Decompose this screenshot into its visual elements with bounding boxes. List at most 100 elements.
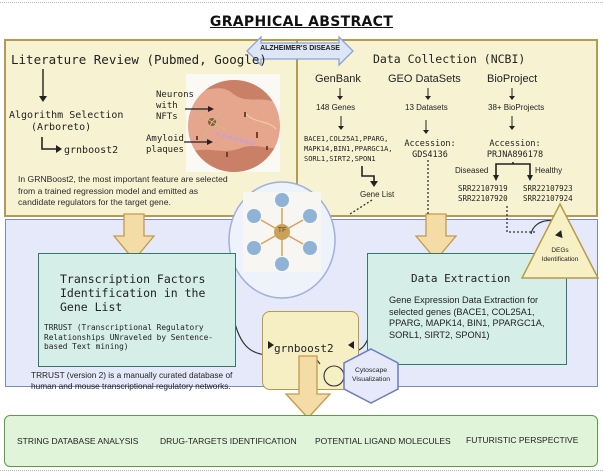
down-arrow-icon — [509, 88, 515, 100]
down-block-arrow-icon — [112, 213, 156, 262]
elbow-arrow-icon — [41, 137, 62, 153]
degs-line1: DEGs — [551, 247, 569, 254]
plaque-pointer-arrow-icon — [184, 139, 213, 145]
tf-heading-line1: Transcription Factors — [60, 272, 206, 286]
gene-list-arrow-icon — [361, 166, 378, 187]
target-gene-node — [247, 209, 261, 223]
arrow-left-icon — [348, 341, 354, 349]
trrust-line3: based Text mining) — [44, 342, 129, 351]
down-block-arrow-icon — [414, 213, 458, 262]
genbank-gene-list: BACE1,COL25A1,PPARG, MAPK14,BIN1,PPARGC1… — [304, 134, 393, 164]
description-line2: from a trained regression model and emit… — [18, 185, 199, 196]
grnboost2-result-label: grnboost2 — [64, 145, 119, 156]
literature-review-heading: Literature Review (Pubmed, Google) — [11, 52, 267, 67]
bioproject-accession: Accession: PRJNA896178 — [480, 139, 550, 161]
diseased-label: Diseased — [455, 166, 489, 175]
down-arrow-icon — [338, 116, 344, 130]
data-collection-panel — [296, 39, 598, 217]
data-collection-heading: Data Collection (NCBI) — [373, 52, 526, 66]
grnboost2-box-label: grnboost2 — [274, 342, 334, 355]
neurons-nfts-label: Neurons with NFTs — [156, 90, 194, 123]
trrust-line1: TRRUST (Transcriptional Regulatory — [44, 323, 204, 332]
down-arrow-icon — [337, 88, 343, 100]
bottom-border — [0, 470, 603, 471]
extraction-line3: PPARG, MAPK14, BIN1, PPARGC1A, — [389, 318, 545, 328]
trrust-line2: Relationships UNraveled by Sentence- — [44, 332, 213, 342]
healthy-run: SRR22107924 — [523, 194, 573, 203]
trrust-note: TRRUST (version 2) is a manually curated… — [31, 370, 232, 392]
healthy-runs: SRR22107923 SRR22107924 — [523, 184, 573, 204]
geo-accession-value: GDS4136 — [412, 150, 448, 160]
outcomes-panel — [4, 415, 598, 467]
target-gene-node — [303, 209, 317, 223]
description-line3: candidate regulators for the target gene… — [18, 197, 171, 207]
bioproject-accession-label: Accession: — [489, 139, 541, 149]
geo-accession-label: Accession: — [404, 139, 456, 149]
top-border — [0, 2, 603, 3]
description-line1: In GRNBoost2, the most important feature… — [18, 174, 228, 184]
data-extraction-description: Gene Expression Data Extraction for sele… — [389, 295, 544, 341]
tf-heading-line2: Identification in the — [60, 286, 206, 300]
transcription-factors-box — [38, 253, 236, 367]
transcription-factors-heading: Transcription Factors Identification in … — [60, 272, 205, 314]
data-extraction-heading: Data Extraction — [411, 272, 511, 285]
cytoscape-line1: Cytoscape — [354, 367, 388, 374]
tf-network-illustration — [228, 181, 336, 299]
diseased-runs: SRR22107919 SRR22107920 — [458, 184, 508, 204]
amyloid-plaque-icon — [226, 152, 228, 157]
down-arrow-icon — [509, 116, 515, 130]
genbank-count: 148 Genes — [316, 103, 356, 112]
diseased-healthy-split-arrow-icon — [493, 162, 533, 181]
tf-node-label: TF — [277, 227, 287, 234]
outcome-string-analysis: STRING DATABASE ANALYSIS — [17, 436, 139, 446]
tf-heading-line3: Gene List — [60, 300, 123, 314]
trrust-note-line2: human and mouse transcriptional regulato… — [31, 381, 231, 391]
alzheimers-double-arrow-icon — [246, 35, 354, 67]
degs-line2: Identification — [541, 255, 579, 263]
target-gene-node — [275, 257, 289, 271]
outcome-drug-targets: DRUG-TARGETS IDENTIFICATION — [160, 436, 297, 446]
cytoscape-line2: Visualization — [351, 376, 391, 383]
gene-list-line2: MAPK14,BIN1,PPARGC1A, — [304, 145, 393, 153]
alzheimers-disease-label: ALZHEIMER'S DISEASE — [260, 45, 340, 52]
bioproject-title: BioProject — [487, 73, 538, 85]
trrust-note-line1: TRRUST (version 2) is a manually curated… — [31, 370, 233, 380]
algorithm-selection-label: Algorithm Selection — [9, 110, 124, 121]
neurons-label-line1: Neurons — [156, 90, 194, 100]
outcome-ligand-molecules: POTENTIAL LIGAND MOLECULES — [315, 436, 451, 446]
target-gene-node — [247, 241, 261, 255]
down-arrow-icon — [425, 88, 431, 100]
down-block-arrow-icon — [284, 355, 332, 419]
healthy-label: Healthy — [535, 166, 563, 175]
healthy-run: SRR22107923 — [523, 184, 573, 193]
geo-count: 13 Datasets — [405, 103, 448, 112]
diseased-run: SRR22107919 — [458, 184, 508, 193]
degs-triangle — [520, 202, 600, 279]
amyloid-label-line2: plaques — [146, 145, 184, 155]
cytoscape-visualization-label: Cytoscape Visualization — [341, 366, 401, 384]
gene-list-line3: SORL1,SIRT2,SPON1 — [304, 155, 376, 163]
diseased-run: SRR22107920 — [458, 194, 508, 203]
down-arrow-icon — [39, 69, 47, 102]
target-gene-node — [303, 241, 317, 255]
cytoscape-hexagon — [343, 348, 399, 404]
trrust-definition: TRRUST (Transcriptional Regulatory Relat… — [44, 323, 213, 352]
down-arrow-icon — [423, 120, 429, 134]
target-gene-node — [275, 193, 289, 207]
gene-list-line1: BACE1,COL25A1,PPARG, — [304, 135, 389, 143]
bioproject-accession-value: PRJNA896178 — [486, 150, 544, 160]
gene-list-label: Gene List — [360, 190, 395, 199]
brain-tissue-illustration — [186, 74, 280, 172]
arrow-right-icon — [268, 341, 274, 349]
extraction-line4: SORL1, SIRT2, SPON1) — [389, 329, 490, 340]
neurons-label-line3: NFTs — [156, 112, 178, 122]
degs-identification-label: DEGs Identification — [530, 247, 590, 264]
tf-node — [274, 224, 290, 240]
arboreto-label: (Arboreto) — [31, 122, 92, 133]
geo-datasets-title: GEO DataSets — [388, 73, 461, 85]
extraction-line2: selected genes (BACE1, COL25A1, — [389, 306, 535, 317]
bioproject-count: 38+ BioProjects — [488, 103, 545, 112]
amyloid-label-line1: Amyloid — [146, 134, 184, 144]
grnboost2-description: In GRNBoost2, the most important feature… — [18, 174, 228, 209]
amyloid-plaques-label: Amyloid plaques — [146, 134, 184, 156]
